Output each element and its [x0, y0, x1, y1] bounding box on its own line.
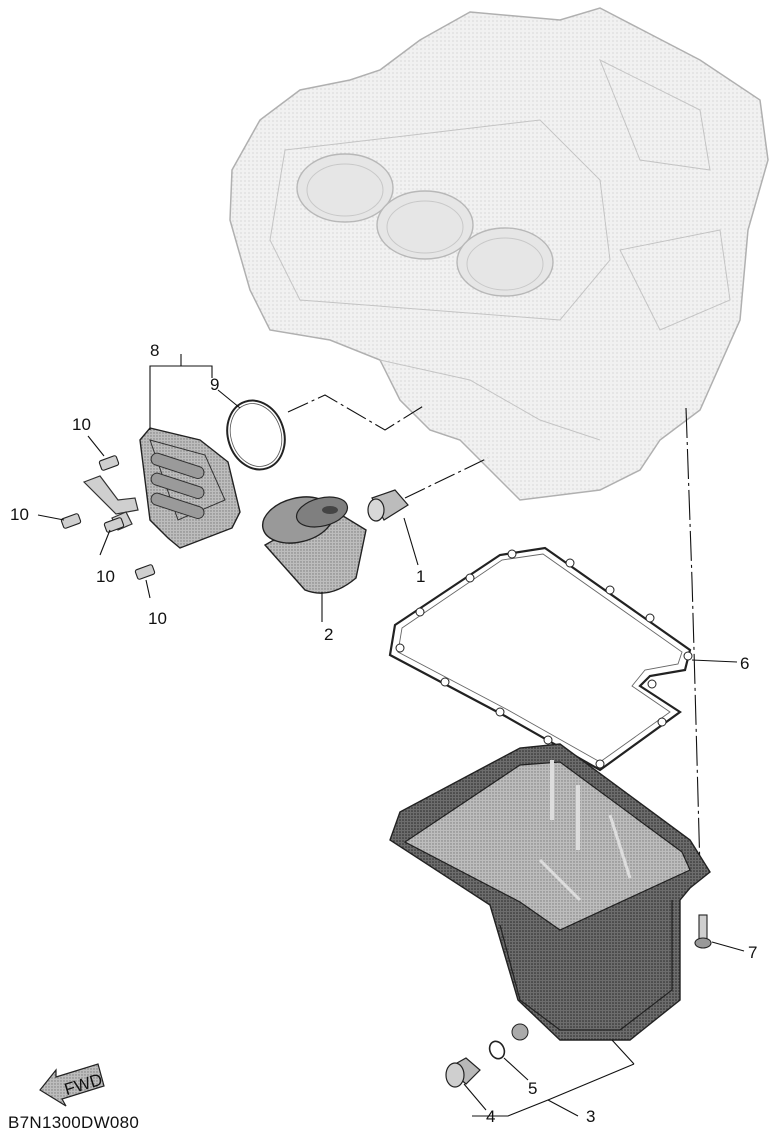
callout-10-left: 10	[10, 505, 29, 524]
gasket-bolt-holes	[395, 549, 693, 769]
forward-arrow-icon: FWD	[39, 1063, 105, 1107]
callout-7: 7	[748, 943, 757, 962]
callout-3: 3	[586, 1107, 595, 1126]
diagram-code: B7N1300DW080	[8, 1113, 139, 1132]
drain-bolt	[445, 1057, 481, 1088]
callout-2: 2	[324, 625, 333, 644]
guide-line-oil-pan	[685, 407, 701, 871]
drain-washer	[488, 1040, 506, 1060]
callout-6: 6	[740, 654, 749, 673]
oil-cooler	[82, 427, 241, 549]
callout-1: 1	[416, 567, 425, 586]
oil-pan-gasket	[388, 546, 692, 772]
union-bolt	[367, 489, 409, 522]
callout-4: 4	[486, 1107, 495, 1126]
callout-5: 5	[528, 1079, 537, 1098]
o-ring	[226, 399, 286, 471]
crankcase-block	[229, 7, 769, 501]
oil-pan-bolt	[694, 914, 712, 949]
oil-pan	[389, 743, 711, 1041]
guide-line-oil-cooler	[287, 394, 426, 431]
callout-8: 8	[150, 341, 159, 360]
callout-10-middle: 10	[96, 567, 115, 586]
leader-lines	[37, 354, 745, 1117]
oil-filter	[261, 496, 367, 594]
callout-10-top: 10	[72, 415, 91, 434]
callout-10-bottom: 10	[148, 609, 167, 628]
cooler-bolts	[60, 455, 156, 580]
callout-9: 9	[210, 375, 219, 394]
guide-line-union-bolt	[404, 457, 489, 499]
